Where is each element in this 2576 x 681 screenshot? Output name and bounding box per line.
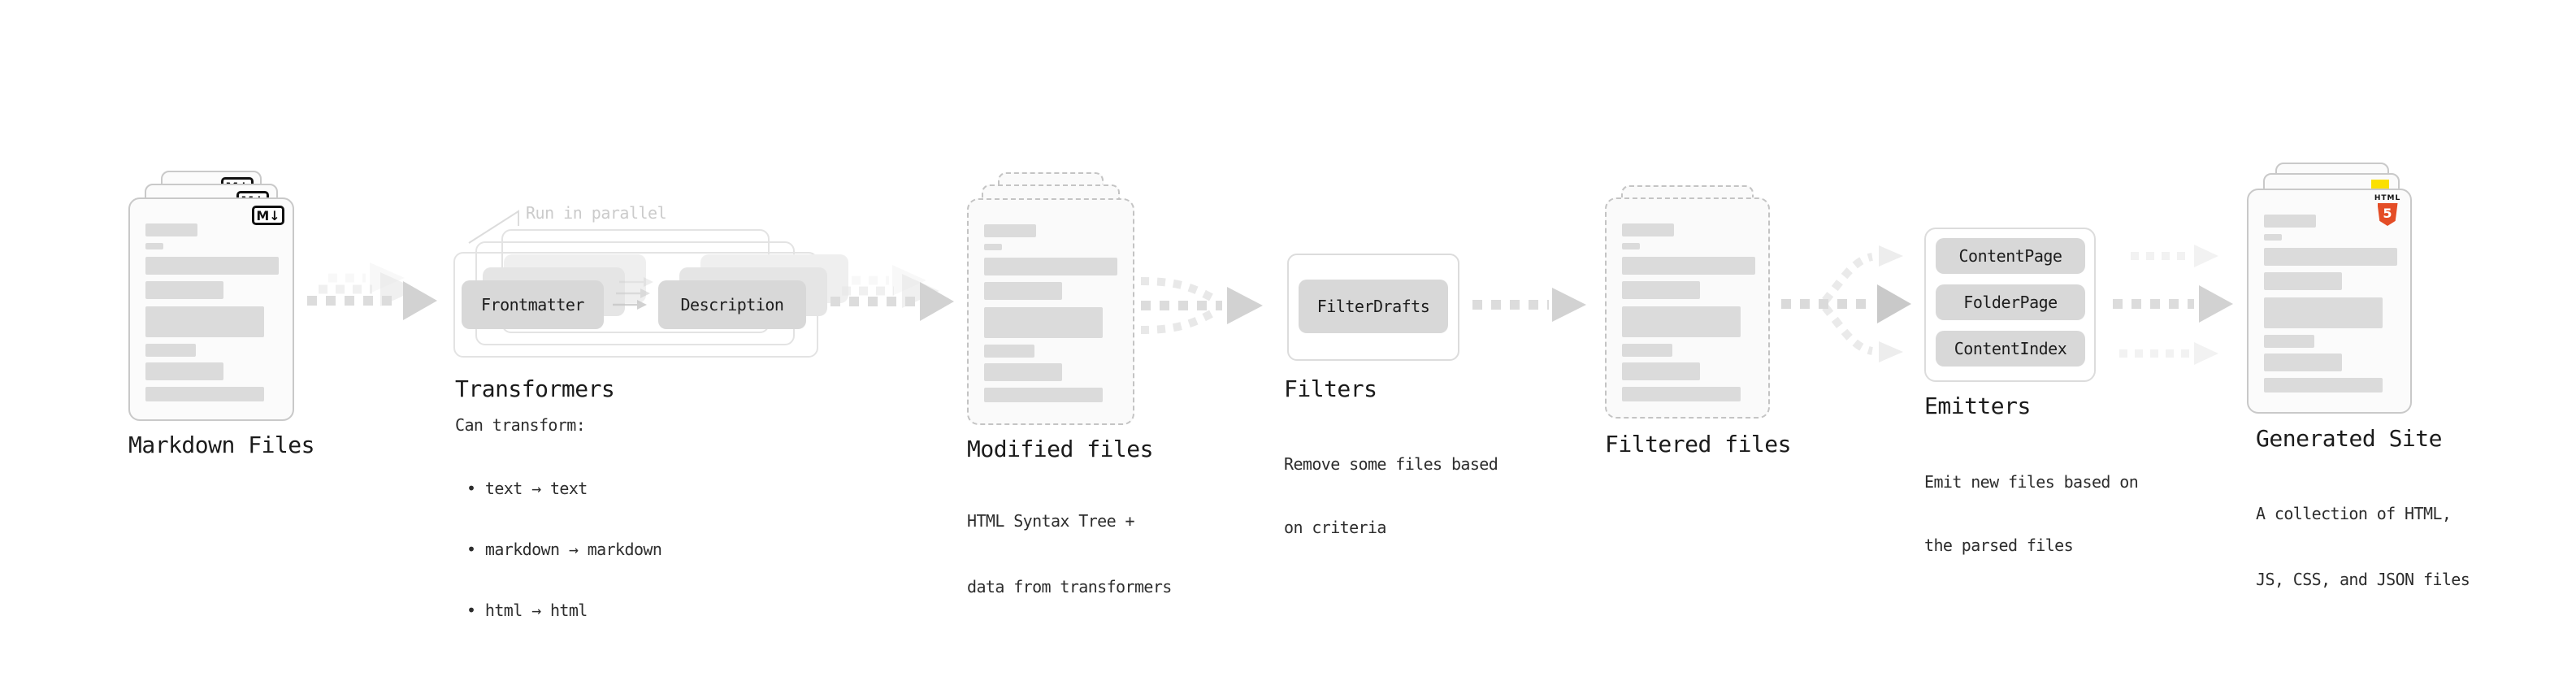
filtered-file-front — [1605, 197, 1770, 419]
emitter-box-contentindex: ContentIndex — [1936, 331, 2085, 367]
subtitle-line: Remove some files based — [1284, 454, 1498, 474]
skeleton-line — [984, 224, 1036, 237]
transformers-note-heading: Can transform: — [455, 415, 586, 435]
bullet-item: • html → html — [466, 601, 588, 620]
subtitle-line: A collection of HTML, — [2256, 504, 2452, 523]
subtitle-line: Emit new files based on — [1924, 472, 2139, 492]
transformer-box-description: Description — [658, 280, 806, 329]
arrow-modified-to-filters-merge — [1140, 277, 1263, 334]
arrow-emitters-to-generated-mid — [2113, 285, 2233, 323]
stage-title-modified-files: Modified files — [967, 436, 1154, 462]
bullet-item: • markdown → markdown — [466, 540, 662, 559]
skeleton-line — [2264, 297, 2383, 328]
stage-title-markdown-files: Markdown Files — [128, 432, 315, 458]
html5-icon: HTML 5 — [2373, 194, 2402, 226]
emitters-subtitle: Emit new files based on the parsed files — [1924, 429, 2139, 598]
skeleton-line — [984, 363, 1062, 381]
modified-file-front — [967, 198, 1134, 425]
filter-box-filterdrafts: FilterDrafts — [1299, 280, 1448, 333]
skeleton-line — [145, 344, 196, 357]
run-in-parallel-label: Run in parallel — [526, 203, 667, 223]
skeleton-line — [2264, 215, 2316, 228]
skeleton-line — [984, 307, 1103, 338]
transform-bullet-list: • text → text • markdown → markdown • ht… — [466, 438, 662, 661]
arrow-transformers-to-modified — [830, 265, 954, 321]
skeleton-line — [1622, 223, 1674, 236]
transformer-flow-arrows — [613, 277, 653, 310]
skeleton-line — [1622, 281, 1700, 299]
html5-icon-word: HTML — [2374, 194, 2401, 202]
stage-title-emitters: Emitters — [1924, 393, 2031, 419]
skeleton-line — [984, 258, 1117, 275]
subtitle-line: the parsed files — [1924, 536, 2074, 555]
emitter-box-folderpage: FolderPage — [1936, 284, 2085, 320]
skeleton-line — [984, 282, 1062, 300]
arrow-emitters-to-generated-top — [2131, 245, 2218, 267]
skeleton-line — [2264, 234, 2282, 241]
skeleton-line — [145, 243, 163, 249]
arrow-emitters-to-generated-bottom — [2119, 342, 2218, 365]
arrow-filtered-to-emitters-fanout — [1781, 245, 1911, 362]
markdown-file-front: M↓ — [128, 197, 294, 421]
subtitle-line: HTML Syntax Tree + — [967, 511, 1135, 531]
skeleton-line — [145, 306, 264, 337]
skeleton-line — [1622, 362, 1700, 380]
skeleton-line — [1622, 344, 1672, 357]
run-in-parallel-leader-line — [468, 210, 519, 244]
skeleton-line — [984, 388, 1103, 402]
generated-file-front: HTML 5 — [2247, 189, 2412, 414]
emitter-box-contentpage: ContentPage — [1936, 238, 2085, 274]
stage-title-transformers: Transformers — [455, 375, 615, 402]
markdown-icon: M↓ — [252, 206, 284, 225]
stage-title-generated-site: Generated Site — [2256, 425, 2443, 452]
bullet-item: • text → text — [466, 479, 588, 498]
skeleton-line — [145, 257, 279, 275]
skeleton-line — [984, 345, 1034, 358]
skeleton-line — [145, 387, 264, 401]
skeleton-line — [1622, 387, 1741, 401]
skeleton-line — [2264, 335, 2314, 348]
stage-title-filters: Filters — [1284, 375, 1377, 402]
skeleton-line — [2264, 354, 2342, 371]
transformer-box-frontmatter: Frontmatter — [462, 280, 604, 329]
modified-files-subtitle: HTML Syntax Tree + data from transformer… — [967, 466, 1172, 642]
skeleton-line — [1622, 306, 1741, 337]
skeleton-line — [2264, 378, 2383, 393]
arrow-markdown-to-transformers — [307, 262, 437, 320]
subtitle-line: data from transformers — [967, 577, 1172, 596]
skeleton-line — [2264, 272, 2342, 290]
stage-title-filtered-files: Filtered files — [1605, 431, 1792, 458]
skeleton-line — [145, 362, 223, 380]
filters-subtitle: Remove some files based on criteria — [1284, 411, 1498, 580]
subtitle-line: JS, CSS, and JSON files — [2256, 570, 2470, 589]
skeleton-line — [145, 281, 223, 299]
skeleton-line — [2264, 248, 2397, 266]
generated-site-subtitle: A collection of HTML, JS, CSS, and JSON … — [2256, 459, 2470, 635]
skeleton-line — [145, 223, 197, 236]
skeleton-line — [984, 244, 1002, 250]
arrow-filters-to-filtered — [1472, 288, 1586, 322]
skeleton-line — [1622, 243, 1640, 249]
skeleton-line — [1622, 257, 1755, 275]
subtitle-line: on criteria — [1284, 518, 1386, 537]
